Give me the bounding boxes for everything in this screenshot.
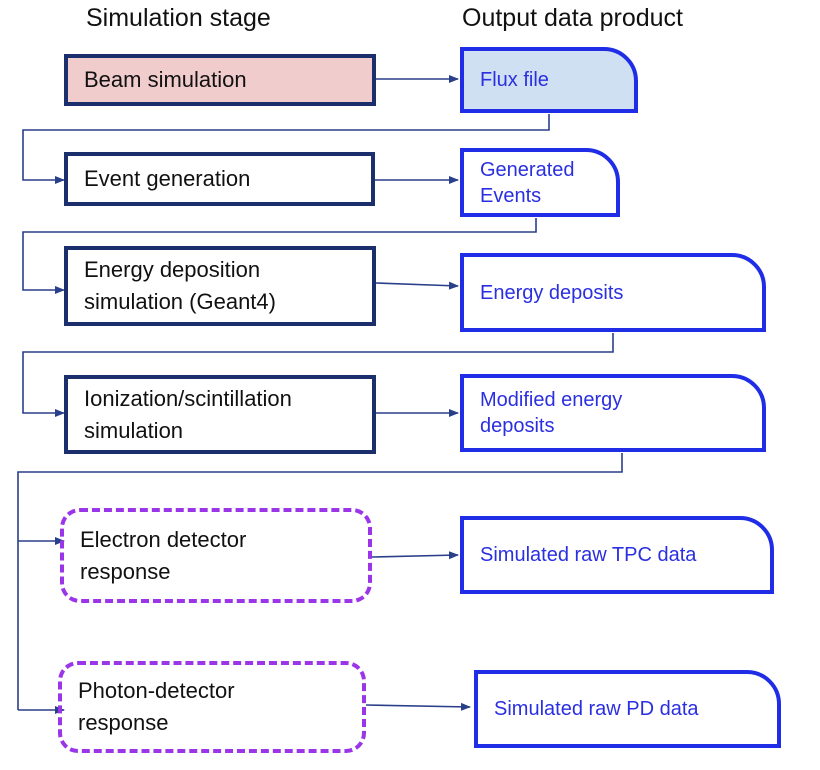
stage-energy-deposition: Energy deposition simulation (Geant4) <box>64 246 376 326</box>
stage-photon-detector-response: Photon-detector response <box>58 661 366 753</box>
stage-label: Beam simulation <box>84 67 247 92</box>
arrow-electron-to-tpc <box>371 551 459 560</box>
stage-column-header: Simulation stage <box>86 4 271 32</box>
stage-ionization-scintillation: Ionization/scintillation simulation <box>64 375 376 454</box>
output-label: Modified energy deposits <box>480 389 623 437</box>
stage-label: Energy deposition simulation (Geant4) <box>84 257 276 314</box>
flow-deposits-to-ionization <box>22 333 614 417</box>
stage-beam-simulation: Beam simulation <box>64 54 376 106</box>
flow-modified-to-detectors <box>17 453 623 710</box>
stage-label: Ionization/scintillation simulation <box>84 385 292 443</box>
arrow-energy-to-deposits <box>375 281 459 290</box>
stage-event-generation: Event generation <box>64 152 375 206</box>
output-label: Simulated raw PD data <box>494 698 699 720</box>
output-label: Generated Events <box>480 158 575 207</box>
output-modified-energy-deposits: Modified energy deposits <box>460 374 766 452</box>
output-flux-file: Flux file <box>460 47 638 113</box>
output-generated-events: Generated Events <box>460 148 620 217</box>
output-label: Flux file <box>480 69 549 91</box>
stage-label: Electron detector response <box>80 526 247 584</box>
arrow-photon-to-pd <box>365 702 471 711</box>
stage-label: Photon-detector response <box>78 678 235 735</box>
stage-electron-detector-response: Electron detector response <box>60 508 372 603</box>
output-energy-deposits: Energy deposits <box>460 253 766 332</box>
output-simulated-raw-tpc-data: Simulated raw TPC data <box>460 516 774 594</box>
flow-flux-to-event <box>22 114 550 184</box>
output-label: Energy deposits <box>480 281 624 304</box>
output-label: Simulated raw TPC data <box>480 544 697 566</box>
flow-generated-to-energy <box>22 218 537 294</box>
output-column-header: Output data product <box>462 4 683 32</box>
stage-label: Event generation <box>84 166 251 191</box>
output-simulated-raw-pd-data: Simulated raw PD data <box>474 670 781 748</box>
